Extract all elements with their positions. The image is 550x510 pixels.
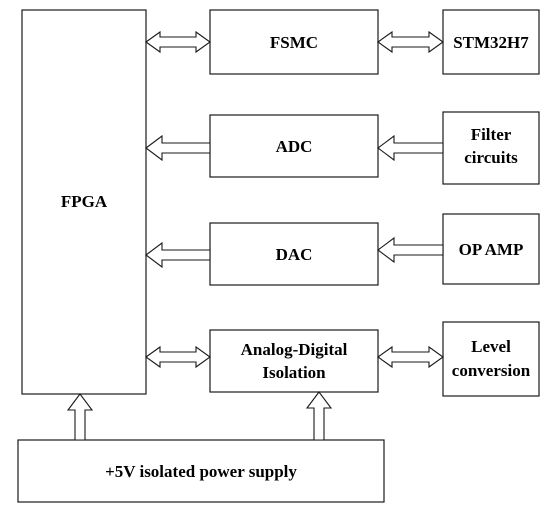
opamp-block [442,213,540,285]
filter-label-line1: Filter [471,125,512,144]
fpga-isolation-double-arrow [145,345,211,369]
filter-label-line2: circuits [464,148,518,167]
fpga-label: FPGA [61,192,108,211]
power-to-fpga-arrow [66,393,94,441]
isolation-label-line1: Analog-Digital [241,340,348,359]
fsmc-stm32-double-arrow [377,30,444,54]
fpga-block [21,9,147,395]
fpga-fsmc-double-arrow [145,30,211,54]
dac-to-fpga-arrow [145,241,211,269]
isolation-level-double-arrow [377,345,444,369]
dac-label: DAC [276,245,313,264]
opamp-label: OP AMP [459,240,524,259]
level-label-line2: conversion [452,361,531,380]
stm32-block [442,9,540,75]
fsmc-block [209,9,379,75]
power-to-isolation-arrow [305,391,333,441]
level-label-line1: Level [471,337,511,356]
isolation-label-line2: Isolation [262,363,326,382]
stm32-label: STM32H7 [453,33,529,52]
filter-to-adc-arrow [377,134,444,162]
power-supply-block [17,439,385,503]
dac-block [209,222,379,286]
filter-circuits-block [442,111,540,185]
power-supply-label: +5V isolated power supply [105,462,297,481]
opamp-to-dac-arrow [377,236,444,264]
adc-to-fpga-arrow [145,134,211,162]
fsmc-label: FSMC [270,33,318,52]
level-conversion-block [442,321,540,397]
adc-block [209,114,379,178]
adc-label: ADC [276,137,313,156]
isolation-block [209,329,379,393]
